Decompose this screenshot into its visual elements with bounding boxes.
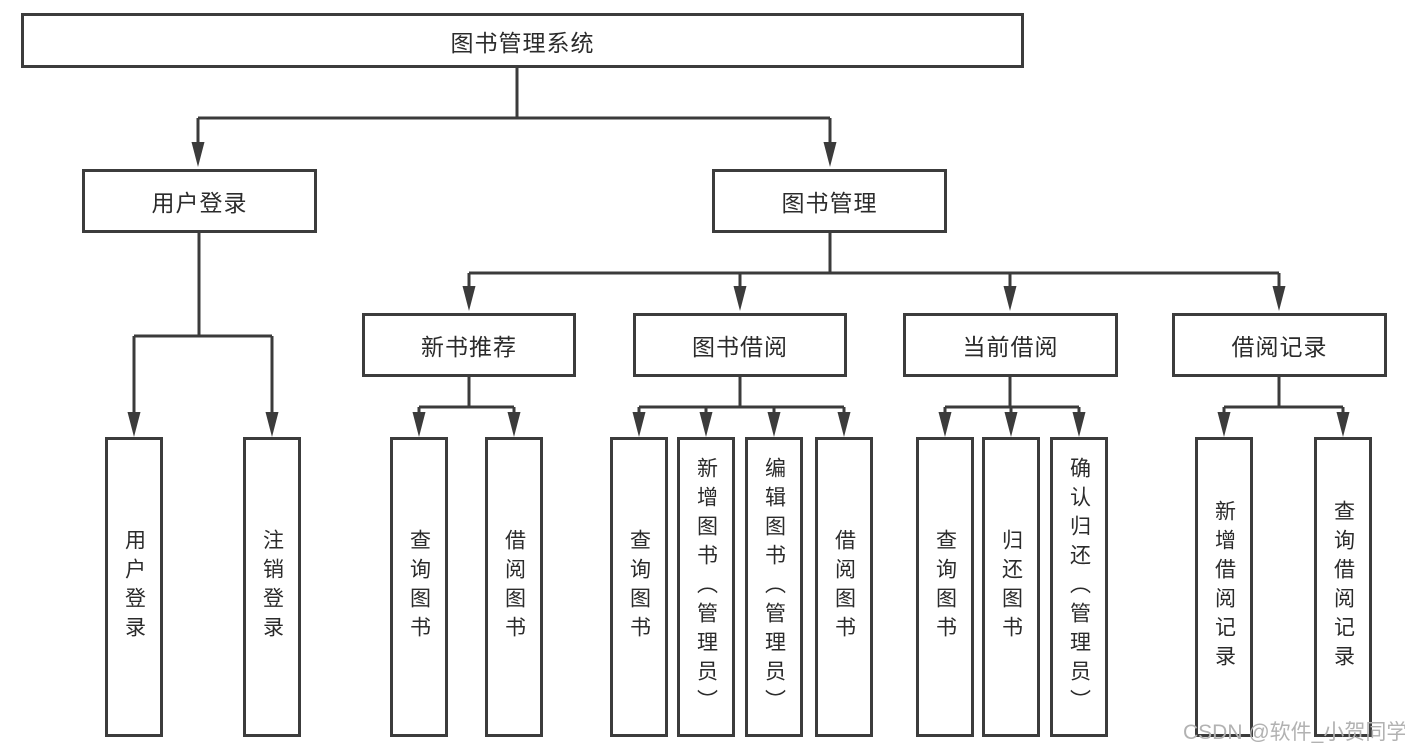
node-user-login: 用户登录 <box>82 169 317 233</box>
leaf-logout-label: 注销登录 <box>260 529 284 645</box>
leaf-return-books-label: 归还图书 <box>999 529 1023 645</box>
leaf-query-books-current: 查询图书 <box>916 437 974 737</box>
leaf-return-books: 归还图书 <box>982 437 1040 737</box>
node-borrow-records-label: 借阅记录 <box>1231 334 1328 360</box>
node-book-management-label: 图书管理 <box>781 190 878 216</box>
leaf-add-borrow-record-label: 新增借阅记录 <box>1212 500 1236 674</box>
arrowhead-leaf-logout <box>265 412 279 437</box>
leaf-edit-books-admin: 编辑图书（管理员） <box>745 437 803 737</box>
leaf-borrow-books-recommend-label: 借阅图书 <box>502 529 526 645</box>
leaf-borrow-books-label: 借阅图书 <box>832 529 856 645</box>
leaf-user-login: 用户登录 <box>105 437 163 737</box>
node-root-label: 图书管理系统 <box>450 29 595 56</box>
leaf-query-books-borrow-label: 查询图书 <box>627 529 651 645</box>
leaf-query-borrow-record: 查询借阅记录 <box>1314 437 1372 737</box>
leaf-logout: 注销登录 <box>243 437 301 737</box>
arrowhead-current <box>1003 286 1017 311</box>
node-book-borrow-label: 图书借阅 <box>692 334 788 360</box>
leaf-add-books-admin-label: 新增图书（管理员） <box>694 456 718 718</box>
leaf-confirm-return-admin-label: 确认归还（管理员） <box>1067 456 1091 718</box>
node-new-book-recommend: 新书推荐 <box>362 313 576 377</box>
leaf-borrow-books: 借阅图书 <box>815 437 873 737</box>
leaf-query-books-borrow: 查询图书 <box>610 437 668 737</box>
node-new-book-recommend-label: 新书推荐 <box>421 334 517 360</box>
arrowhead-leaf-user-login <box>127 412 141 437</box>
leaf-add-borrow-record: 新增借阅记录 <box>1195 437 1253 737</box>
arrowhead-book-mgmt <box>823 142 837 167</box>
node-borrow-records: 借阅记录 <box>1172 313 1387 377</box>
arrowhead-user-login <box>191 142 205 167</box>
leaf-confirm-return-admin: 确认归还（管理员） <box>1050 437 1108 737</box>
leaf-query-borrow-record-label: 查询借阅记录 <box>1331 500 1355 674</box>
leaf-query-books-recommend: 查询图书 <box>390 437 448 737</box>
arrowhead-borrow <box>733 286 747 311</box>
leaf-user-login-label: 用户登录 <box>122 529 146 645</box>
leaf-edit-books-admin-label: 编辑图书（管理员） <box>762 456 786 718</box>
arrowhead-new-books <box>462 286 476 311</box>
node-root: 图书管理系统 <box>21 13 1024 68</box>
leaf-borrow-books-recommend: 借阅图书 <box>485 437 543 737</box>
node-current-borrow-label: 当前借阅 <box>962 334 1059 360</box>
node-book-borrow: 图书借阅 <box>633 313 847 377</box>
leaf-query-books-recommend-label: 查询图书 <box>407 529 431 645</box>
arrowhead-records <box>1272 286 1286 311</box>
node-current-borrow: 当前借阅 <box>903 313 1118 377</box>
csdn-watermark: CSDN @软件_小贺同学 <box>1183 721 1405 744</box>
leaf-query-books-current-label: 查询图书 <box>933 529 957 645</box>
node-book-management: 图书管理 <box>712 169 947 233</box>
node-user-login-label: 用户登录 <box>151 190 248 216</box>
leaf-add-books-admin: 新增图书（管理员） <box>677 437 735 737</box>
